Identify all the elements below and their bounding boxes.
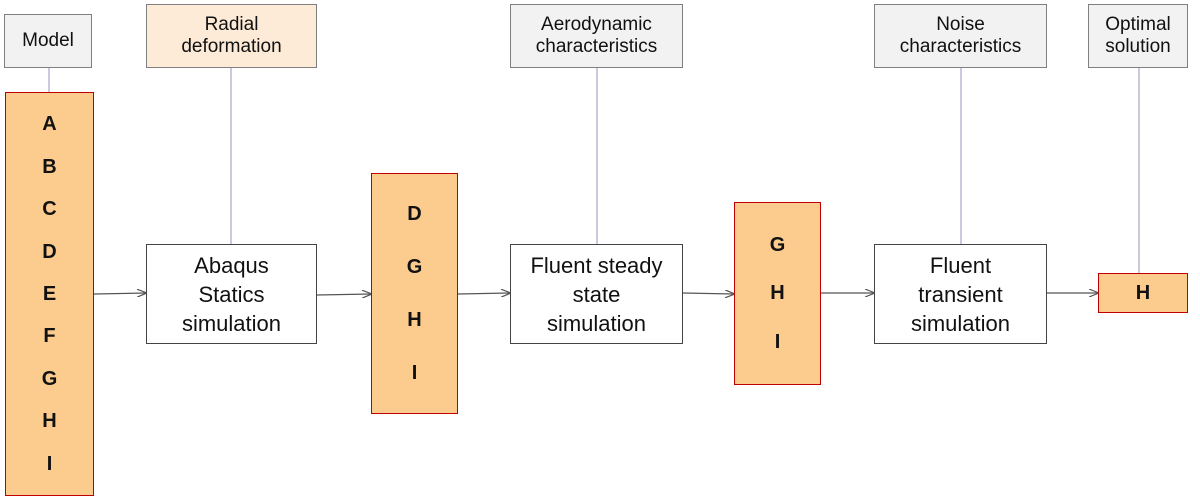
candidate-set-optimal: H: [1098, 273, 1188, 313]
candidate-item: I: [46, 452, 53, 475]
header-aerodynamic-characteristics: Aerodynamic characteristics: [510, 4, 683, 68]
candidate-item: H: [42, 410, 57, 433]
fluent-steady-state-simulation-box: Fluent steady state simulation: [510, 244, 683, 344]
header-radial-deformation: Radial deformation: [146, 4, 317, 68]
candidate-item: H: [1135, 282, 1151, 304]
header-noise-characteristics: Noise characteristics: [874, 4, 1047, 68]
abaqus-statics-simulation-box: Abaqus Statics simulation: [146, 244, 317, 344]
arrow-abaqus-to-set2: [316, 294, 371, 295]
candidate-item: G: [41, 367, 58, 390]
candidate-item: H: [407, 308, 422, 331]
candidate-item: I: [411, 361, 418, 384]
candidate-set-after-steady: G H I: [734, 202, 821, 385]
arrow-set2-to-fluent-steady: [457, 293, 510, 294]
candidate-item: D: [42, 240, 57, 263]
header-model: Model: [4, 14, 92, 68]
candidate-item: B: [42, 155, 57, 178]
candidate-item: H: [770, 282, 785, 305]
candidate-item: C: [42, 198, 57, 221]
fluent-transient-simulation-box: Fluent transient simulation: [874, 244, 1047, 344]
candidate-item: G: [406, 256, 423, 279]
candidate-set-after-statics: D G H I: [371, 173, 458, 414]
candidate-item: I: [774, 330, 781, 353]
arrow-fluent-steady-to-set3: [682, 293, 734, 294]
candidate-item: D: [407, 203, 422, 226]
header-optimal-solution: Optimal solution: [1088, 4, 1188, 68]
candidate-item: E: [42, 282, 57, 305]
candidate-item: F: [43, 325, 56, 348]
candidate-item: G: [769, 234, 786, 257]
arrow-model-to-abaqus: [93, 293, 146, 294]
candidate-item: A: [42, 113, 57, 136]
